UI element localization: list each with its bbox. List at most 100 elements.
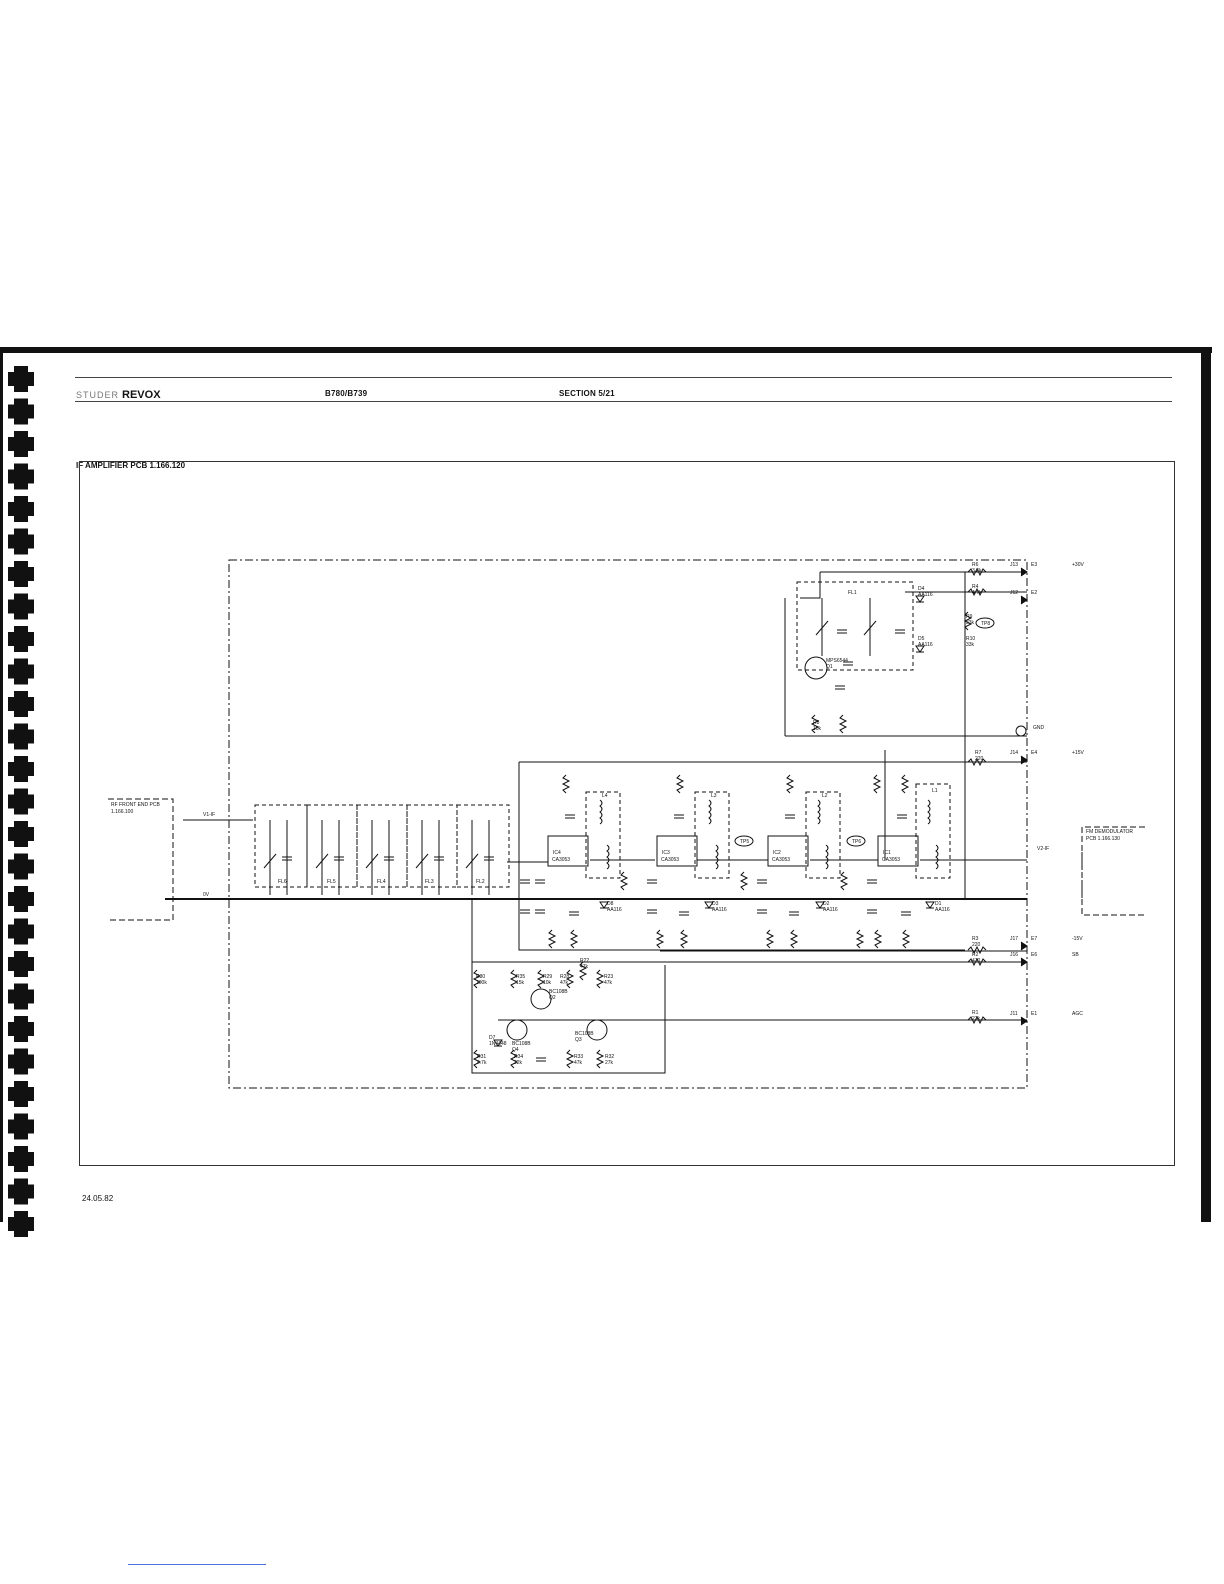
- component-label: R32: [605, 1054, 614, 1060]
- coil-symbol: [606, 844, 610, 870]
- component-label: BC108B: [575, 1031, 594, 1037]
- binding-ring: [14, 1211, 28, 1237]
- component-label: SB: [1072, 952, 1079, 958]
- component-label: R9: [966, 614, 973, 620]
- capacitor-symbol: [789, 911, 799, 916]
- capacitor-symbol: [679, 911, 689, 916]
- binding-ring: [14, 626, 28, 652]
- binding-ring: [14, 821, 28, 847]
- connector-arrow: [1020, 1016, 1028, 1026]
- resistor-symbol: [569, 929, 579, 949]
- component-label: 27k: [605, 1060, 614, 1066]
- footer-underline: [128, 1564, 266, 1565]
- model-number: B780/B739: [325, 389, 368, 398]
- tp5-marker: [734, 835, 754, 847]
- resistor-symbol: [873, 929, 883, 949]
- connector-arrow: [1020, 567, 1028, 577]
- transistor-q4-symbol: [506, 1019, 528, 1041]
- component-label: E3: [1031, 562, 1037, 568]
- capacitor-symbol: [434, 856, 444, 861]
- component-label: BC108B: [512, 1041, 531, 1047]
- component-label: CA3053: [772, 857, 790, 863]
- component-label: AA116: [935, 907, 950, 913]
- tp8-label: TP8: [981, 621, 990, 627]
- resistor-symbol: [739, 871, 749, 891]
- diode-symbol: [599, 901, 609, 909]
- resistor-symbol: [967, 945, 987, 955]
- variable-arrow: [863, 620, 877, 636]
- component-label: R10: [966, 636, 975, 642]
- agc-loop: [471, 899, 666, 1074]
- component-label: CA3053: [552, 857, 570, 863]
- gnd-label: GND: [1033, 725, 1045, 731]
- component-label: D5: [918, 636, 925, 642]
- binding-ring: [14, 691, 28, 717]
- resistor-symbol: [838, 714, 848, 734]
- header-rule-top: [75, 377, 1172, 378]
- component-label: J11: [1010, 1011, 1018, 1017]
- coil-symbol: [715, 844, 719, 870]
- component-label: R35: [516, 974, 525, 980]
- component-label: 1N4448: [489, 1041, 507, 1047]
- transistor-q1-symbol: [804, 656, 828, 680]
- component-label: L2: [822, 793, 828, 799]
- coil-symbol: [817, 799, 821, 825]
- component-label: D2: [823, 901, 830, 907]
- capacitor-symbol: [282, 856, 292, 861]
- filter-box-fl1: [796, 581, 914, 671]
- ic1-body: [877, 835, 919, 867]
- component-label: J12: [1010, 590, 1018, 596]
- revision-date: 24.05.82: [82, 1194, 114, 1203]
- component-label: 100k: [476, 980, 487, 986]
- binding-ring: [14, 1048, 28, 1075]
- binding-ring: [14, 658, 28, 685]
- component-label: D7: [489, 1035, 496, 1041]
- component-label: L4: [602, 793, 608, 799]
- component-label: R23: [604, 974, 613, 980]
- component-label: CA3053: [882, 857, 900, 863]
- capacitor-symbol: [785, 814, 795, 819]
- header-rule-bottom: [75, 401, 1172, 402]
- resistor-symbol: [536, 969, 546, 989]
- binding-ring: [14, 1146, 28, 1172]
- component-label: D3: [712, 901, 719, 907]
- binding-ring: [14, 463, 28, 490]
- capacitor-symbol: [520, 879, 530, 884]
- binding-ring: [14, 496, 28, 522]
- capacitor-symbol: [520, 909, 530, 914]
- component-label: J14: [1010, 750, 1018, 756]
- diode-symbol: [915, 595, 925, 603]
- component-label: R22: [580, 958, 589, 964]
- connector-arrow: [1020, 595, 1028, 605]
- filter-box-fl3: [406, 804, 458, 888]
- component-label: E4: [1031, 750, 1037, 756]
- filter-box-fl5: [306, 804, 358, 888]
- resistor-symbol: [872, 774, 882, 794]
- capacitor-symbol: [565, 814, 575, 819]
- coil-box-l1: [915, 783, 951, 879]
- connector-arrow: [1020, 941, 1028, 951]
- output-block-title: FM DEMODULATOR: [1086, 829, 1133, 835]
- coil-symbol: [599, 799, 603, 825]
- tp5-label: TP5: [740, 839, 749, 845]
- component-label: 220: [975, 756, 984, 762]
- resistor-symbol: [578, 961, 588, 981]
- resistor-symbol: [472, 969, 482, 989]
- coil-box-l4: [585, 791, 621, 879]
- diode-symbol: [493, 1039, 503, 1047]
- component-label: 47k: [560, 980, 569, 986]
- filter-box-fl2: [456, 804, 510, 888]
- component-label: J16: [1010, 952, 1018, 958]
- capacitor-symbol: [757, 879, 767, 884]
- zero-v-label: 0V: [203, 892, 210, 898]
- diode-symbol: [925, 901, 935, 909]
- component-label: R3: [972, 936, 979, 942]
- component-label: Q2: [549, 995, 556, 1001]
- capacitor-symbol: [484, 856, 494, 861]
- component-label: R4: [972, 584, 979, 590]
- component-label: R6: [972, 562, 979, 568]
- resistor-symbol: [595, 1049, 605, 1069]
- component-label: AA116: [607, 907, 622, 913]
